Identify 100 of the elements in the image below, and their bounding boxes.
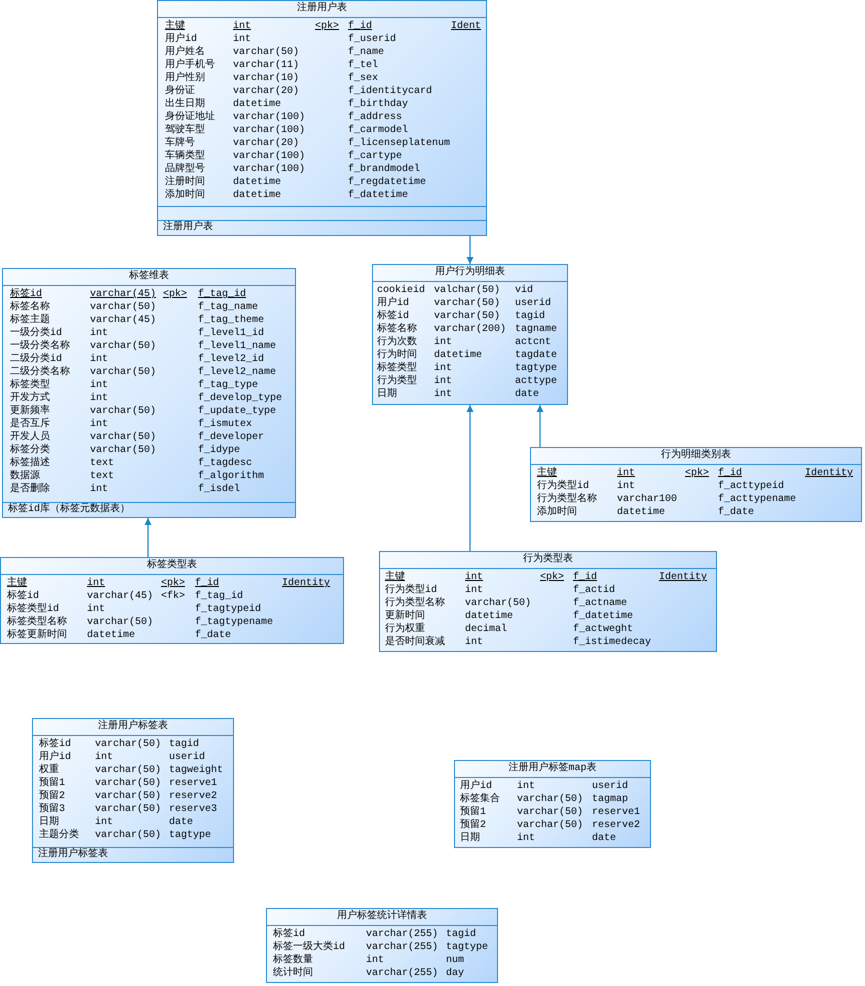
- field-name: f_ismutex: [198, 418, 252, 431]
- field-name: f_tag_name: [198, 301, 258, 314]
- field-name: tagweight: [169, 764, 224, 777]
- entity-table: [0, 557, 344, 644]
- data-type: varchar(50): [95, 803, 162, 816]
- field-name: f_level1_name: [198, 340, 276, 353]
- column-name: 标签描述: [10, 457, 50, 470]
- field-name: f_isdel: [198, 483, 240, 496]
- column-name: 用户id: [377, 297, 410, 310]
- data-type: int: [233, 33, 252, 46]
- data-type: int: [90, 327, 108, 340]
- table-title: 标签维表: [3, 269, 295, 286]
- field-name: f_actid: [573, 584, 616, 597]
- field-name: reserve1: [592, 806, 640, 819]
- data-type: varchar(50): [95, 764, 162, 777]
- field-name: tagid: [446, 928, 476, 941]
- data-type: int: [90, 418, 108, 431]
- field-name: f_idype: [198, 444, 240, 457]
- data-type: varchar(100): [233, 163, 306, 176]
- column-name: 权重: [39, 764, 59, 777]
- data-type: varchar(100): [233, 111, 306, 124]
- data-type: int: [465, 584, 484, 597]
- data-type: datetime: [465, 610, 514, 623]
- field-name: f_name: [348, 46, 384, 59]
- field-name: f_identitycard: [348, 85, 432, 98]
- column-name: 预留3: [39, 803, 66, 816]
- table-title: 注册用户标签表: [33, 719, 233, 736]
- field-name: f_licenseplatenum: [348, 137, 450, 150]
- column-name: 行为类型: [377, 375, 417, 388]
- field-name: f_datetime: [348, 189, 408, 202]
- data-type: int: [90, 353, 108, 366]
- data-type: varchar(50): [90, 431, 156, 444]
- data-type: varchar(20): [233, 85, 300, 98]
- field-name: tagid: [169, 738, 200, 751]
- column-name: 更新时间: [385, 610, 425, 622]
- arrow: [536, 405, 544, 447]
- column-name: 用户姓名: [165, 46, 205, 58]
- table-title: 行为明细类别表: [531, 448, 861, 465]
- data-type: int: [95, 751, 114, 764]
- data-type: int: [517, 780, 536, 793]
- field-name: tagtype: [515, 362, 558, 375]
- data-type: text: [90, 470, 114, 483]
- field-name: f_cartype: [348, 150, 402, 163]
- column-name: 统计时间: [273, 967, 313, 980]
- data-type: varchar(50): [95, 829, 162, 842]
- column-name: 用户id: [165, 33, 198, 46]
- field-name: date: [169, 816, 194, 829]
- column-name: 是否互斥: [10, 418, 50, 431]
- field-name: f_develop_type: [198, 392, 282, 405]
- field-name: f_address: [348, 111, 402, 124]
- field-name: f_tag_id: [195, 590, 244, 603]
- field-name: tagmap: [592, 793, 628, 806]
- data-type: varchar(50): [90, 340, 156, 353]
- table-footer: 注册用户标签表: [33, 847, 233, 862]
- column-name: 车牌号: [165, 137, 195, 150]
- column-name: 标签集合: [460, 793, 500, 806]
- field-name: date: [515, 388, 540, 401]
- field-name: f_userid: [348, 33, 396, 46]
- field-name: userid: [515, 297, 552, 310]
- field-name: f_actweght: [573, 623, 634, 636]
- table-footer: 注册用户表: [158, 220, 486, 235]
- field-name: tagtype: [446, 941, 488, 954]
- data-type: int: [90, 483, 108, 496]
- column-name: 开发方式: [10, 392, 50, 404]
- field-name: reserve1: [169, 777, 218, 790]
- data-type: int: [95, 816, 114, 829]
- column-name: 标签类型: [10, 379, 50, 392]
- data-type: varchar(255): [366, 967, 438, 980]
- field-name: acttype: [515, 375, 558, 388]
- column-name: 身份证: [165, 85, 195, 98]
- entity-table: [266, 908, 498, 983]
- entity-table: [2, 268, 296, 518]
- field-name: f_acttypename: [718, 493, 796, 506]
- data-type: varchar(50): [90, 301, 156, 314]
- column-name: 是否时间衰减: [385, 636, 445, 649]
- data-type: varchar(45): [87, 590, 154, 603]
- data-type: varchar(50): [517, 806, 584, 819]
- data-type: valchar(50): [434, 284, 500, 297]
- field-name: day: [446, 967, 464, 980]
- data-type: int: [617, 480, 636, 493]
- data-type: text: [90, 457, 114, 470]
- column-name: 行为次数: [377, 336, 417, 348]
- column-name: 主题分类: [39, 829, 79, 842]
- field-name: f_update_type: [198, 405, 276, 418]
- column-name: 主键: [537, 467, 557, 480]
- data-type: int: [434, 388, 452, 401]
- table-title: 标签类型表: [1, 558, 343, 575]
- data-type: int: [517, 832, 536, 845]
- column-name: 一级分类id: [10, 327, 62, 340]
- data-type: datetime: [233, 189, 282, 202]
- field-name: f_tag_type: [198, 379, 258, 392]
- column-name: 标签id: [273, 928, 306, 940]
- data-type: int: [87, 603, 106, 616]
- data-type: varchar(50): [517, 793, 584, 806]
- field-name: tagtype: [169, 829, 212, 842]
- field-name: f_tagtypename: [195, 616, 274, 629]
- column-name: 身份证地址: [165, 111, 215, 124]
- field-name: f_actname: [573, 597, 628, 610]
- data-type: varchar(50): [434, 297, 500, 310]
- field-name: vid: [515, 284, 534, 297]
